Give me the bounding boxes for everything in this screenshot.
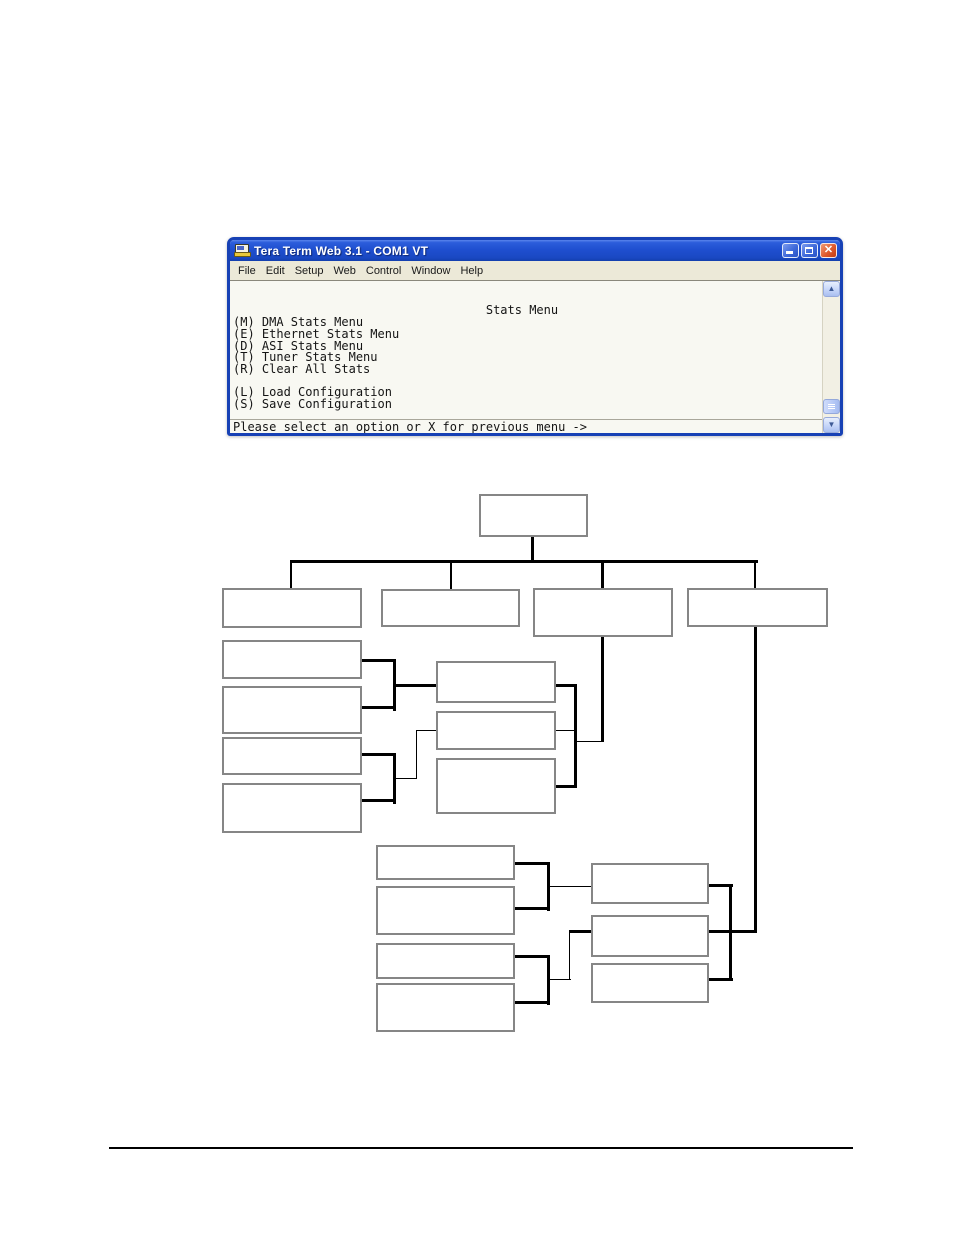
flowchart-box-lowerright-2 [591,915,709,957]
flowchart-connector [290,561,292,589]
flowchart-connector [569,930,593,933]
flowchart-box-lowerleft-3 [376,943,515,979]
flowchart-connector [554,684,576,687]
tera-term-window: Tera Term Web 3.1 - COM1 VT ✕ File Edit … [227,237,843,436]
flowchart-box-mid-2 [436,711,556,750]
flowchart-box-level1-3 [533,588,673,637]
flowchart-connector [450,561,452,590]
menu-help[interactable]: Help [460,264,484,277]
flowchart-connector [569,931,570,980]
flowchart-box-mid-3 [436,758,556,814]
flowchart-connector [416,730,438,731]
flowchart-connector [393,753,396,804]
flowchart-connector [513,955,550,958]
flowchart-connector [601,637,604,742]
terminal-bottom-separator [230,419,823,420]
flowchart-connector [754,561,756,589]
maximize-icon [805,247,813,254]
window-controls: ✕ [782,243,837,258]
flowchart-connector [360,753,396,756]
minimize-button[interactable] [782,243,799,258]
flowchart-connector [513,907,550,910]
minimize-icon [786,251,793,254]
close-button[interactable]: ✕ [820,243,837,258]
flowchart-connector [707,930,757,933]
flowchart-connector [547,862,550,911]
flowchart-box-mid-1 [436,661,556,703]
window-titlebar[interactable]: Tera Term Web 3.1 - COM1 VT ✕ [230,240,840,261]
flowchart-box-lowerright-3 [591,963,709,1003]
flowchart-connector [550,979,571,980]
menu-setup[interactable]: Setup [294,264,324,277]
flowchart-connector [360,659,396,662]
flowchart-box-left-3 [222,737,362,775]
app-icon-keyboard [234,252,251,257]
terminal-screen[interactable]: Stats Menu (M) DMA Stats Menu (E) Ethern… [230,280,840,433]
flowchart-box-left-2 [222,686,362,734]
terminal-text: Stats Menu (M) DMA Stats Menu (E) Ethern… [233,303,588,433]
flowchart-connector [513,862,550,865]
menu-web[interactable]: Web [333,264,356,277]
flowchart-connector [531,537,534,561]
menu-control[interactable]: Control [365,264,402,277]
flowchart-box-lowerleft-4 [376,983,515,1032]
flowchart-box-level1-2 [381,589,520,627]
scroll-up-button[interactable]: ▲ [823,281,840,297]
menu-file[interactable]: File [238,264,256,277]
flowchart-box-level1-1 [222,588,362,628]
flowchart-connector [576,741,604,742]
flowchart-box-lowerleft-2 [376,886,515,935]
flowchart-connector [360,706,396,709]
flowchart-connector [290,560,758,563]
menu-bar: File Edit Setup Web Control Window Help [230,261,840,281]
flowchart-connector [707,978,733,981]
flowchart-connector [360,799,396,802]
flowchart-connector [396,778,417,779]
flowchart-connector [574,684,577,788]
flowchart-box-left-1 [222,640,362,679]
tera-term-app-icon [234,244,251,257]
flowchart-connector [601,561,604,589]
menu-edit[interactable]: Edit [265,264,285,277]
flowchart-connector [393,684,438,687]
vertical-scrollbar[interactable]: ▲ ▼ [822,281,840,433]
flowchart-connector [513,1001,550,1004]
flowchart-connector [554,785,576,788]
flowchart-box-lowerright-1 [591,863,709,904]
footer-rule [109,1147,853,1149]
flowchart-connector [416,730,417,779]
flowchart-box-root [479,494,588,537]
flowchart-connector [547,955,550,1005]
scroll-down-button[interactable]: ▼ [823,417,840,433]
flowchart-box-lowerleft-1 [376,845,515,880]
flowchart-connector [707,884,733,887]
flowchart-connector [554,730,574,731]
flowchart-box-left-4 [222,783,362,833]
menu-window[interactable]: Window [411,264,451,277]
window-title: Tera Term Web 3.1 - COM1 VT [254,243,429,258]
maximize-button[interactable] [801,243,818,258]
flowchart-box-level1-4 [687,588,828,627]
flowchart-connector [550,886,591,887]
scrollbar-thumb[interactable] [823,399,840,414]
flowchart-connector [754,627,757,933]
